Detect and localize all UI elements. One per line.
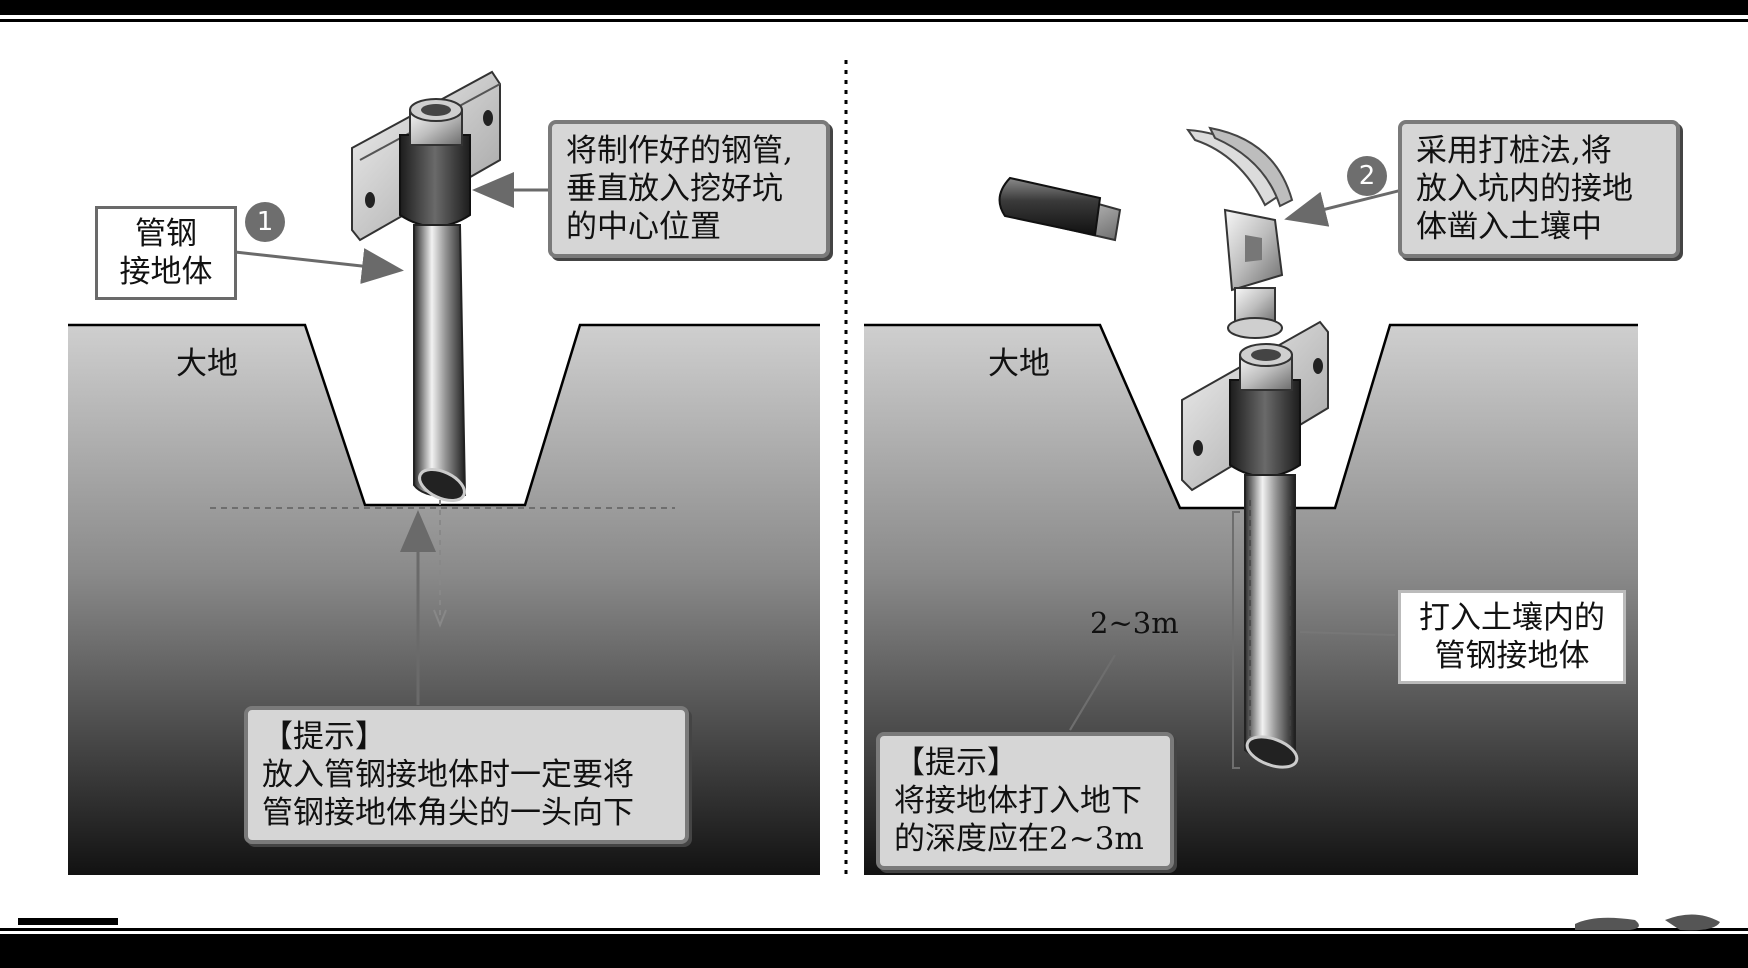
right-callout: 采用打桩法,将 放入坑内的接地 体凿入土壤中 [1398,120,1680,258]
buried-pipe-label-line-2: 管钢接地体 [1411,637,1613,675]
left-callout-line-2: 垂直放入挖好坑 [566,170,812,208]
buried-pipe-label: 打入土壤内的 管钢接地体 [1398,590,1626,684]
left-tip-title: 【提示】 [262,718,671,756]
left-callout-line-1: 将制作好的钢管, [566,132,812,170]
pipe-label-line-1: 管钢 [108,215,224,253]
step-badge-2: 2 [1347,156,1387,196]
left-ground-label: 大地 [176,338,238,383]
right-callout-line-3: 体凿入土壤中 [1416,208,1662,246]
pipe-label-line-2: 接地体 [108,253,224,291]
left-callout: 将制作好的钢管, 垂直放入挖好坑 的中心位置 [548,120,830,258]
left-steel-pipe [352,72,500,507]
left-tip: 【提示】 放入管钢接地体时一定要将 管钢接地体角尖的一头向下 [244,706,689,844]
hammer-arrow [1290,188,1410,218]
step-badge-1: 1 [245,202,285,242]
hammer [1000,128,1292,338]
right-callout-line-2: 放入坑内的接地 [1416,170,1662,208]
right-tip-title: 【提示】 [894,744,1156,782]
buried-pipe-label-line-1: 打入土壤内的 [1411,599,1613,637]
right-ground-label: 大地 [988,338,1050,383]
left-callout-line-3: 的中心位置 [566,208,812,246]
right-tip: 【提示】 将接地体打入地下 的深度应在2~3m [876,732,1174,870]
right-tip-line-1: 将接地体打入地下 [894,782,1156,820]
depth-label: 2~3m [1090,606,1179,640]
pipe-label: 管钢 接地体 [95,206,237,300]
right-callout-line-1: 采用打桩法,将 [1416,132,1662,170]
pipe-label-arrow [235,252,398,270]
left-tip-line-2: 管钢接地体角尖的一头向下 [262,794,671,832]
right-tip-line-2: 的深度应在2~3m [894,820,1156,858]
left-tip-line-1: 放入管钢接地体时一定要将 [262,756,671,794]
